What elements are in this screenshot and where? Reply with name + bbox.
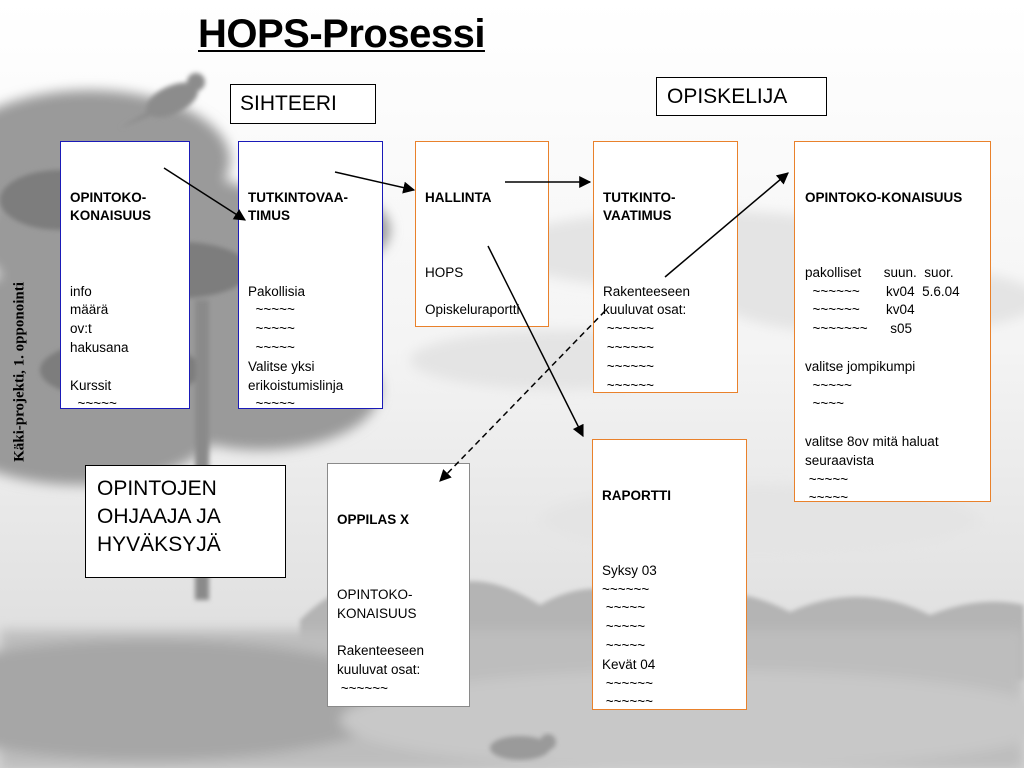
box-tutkintovaatimus-header: TUTKINTOVAA- TIMUS (248, 189, 348, 224)
box-tutkintovaatimus-opiskelija-body: Rakenteeseen kuuluvat osat: ~~~~~~ ~~~~~… (603, 283, 691, 393)
bird-silhouette (120, 73, 205, 128)
role-sihteeri: SIHTEERI (230, 84, 376, 124)
page-title: HOPS-Prosessi (198, 12, 485, 56)
box-raportti-body: Syksy 03 ~~~~~~ ~~~~~ ~~~~~ ~~~~~ Kevät … (602, 562, 657, 710)
box-tutkintovaatimus-opiskelija: TUTKINTO- VAATIMUS Rakenteeseen kuuluvat… (593, 141, 738, 393)
bird-silhouette-2 (490, 734, 556, 760)
box-oppilas-header: OPPILAS X (337, 511, 410, 527)
side-label: Käki-projekti, 1. opponointi (11, 282, 28, 462)
box-opintokokonaisuus-body: pakolliset suun. suor. ~~~~~~ kv04 5.6.0… (805, 264, 960, 502)
box-opintokonaisuus-header: OPINTOKO- KONAISUUS (70, 189, 152, 224)
box-opintokonaisuus: OPINTOKO- KONAISUUS info määrä ov:t haku… (60, 141, 190, 409)
box-tutkintovaatimus-body: Pakollisia ~~~~~ ~~~~~ ~~~~~ Valitse yks… (248, 283, 344, 409)
box-hallinta-header: HALLINTA (425, 189, 492, 205)
box-raportti: RAPORTTI Syksy 03 ~~~~~~ ~~~~~ ~~~~~ ~~~… (592, 439, 747, 710)
box-opintokonaisuus-body: info määrä ov:t hakusana Kurssit ~~~~~ ~… (70, 283, 129, 409)
box-tutkintovaatimus-opiskelija-header: TUTKINTO- VAATIMUS (603, 189, 676, 224)
box-raportti-header: RAPORTTI (602, 487, 671, 503)
box-opintokokonaisuus-header: OPINTOKO-KONAISUUS (805, 189, 963, 205)
box-oppilas-body: OPINTOKO- KONAISUUS Rakenteeseen kuuluva… (337, 586, 425, 706)
role-ohjaaja: OPINTOJEN OHJAAJA JA HYVÄKSYJÄ (85, 465, 286, 578)
role-opiskelija: OPISKELIJA (656, 77, 827, 116)
box-hallinta: HALLINTA HOPS Opiskeluraportti (415, 141, 549, 327)
box-opintokokonaisuus: OPINTOKO-KONAISUUS pakolliset suun. suor… (794, 141, 991, 502)
box-hallinta-body: HOPS Opiskeluraportti (425, 264, 520, 318)
box-oppilas: OPPILAS X OPINTOKO- KONAISUUS Rakenteese… (327, 463, 470, 707)
box-tutkintovaatimus: TUTKINTOVAA- TIMUS Pakollisia ~~~~~ ~~~~… (238, 141, 383, 409)
